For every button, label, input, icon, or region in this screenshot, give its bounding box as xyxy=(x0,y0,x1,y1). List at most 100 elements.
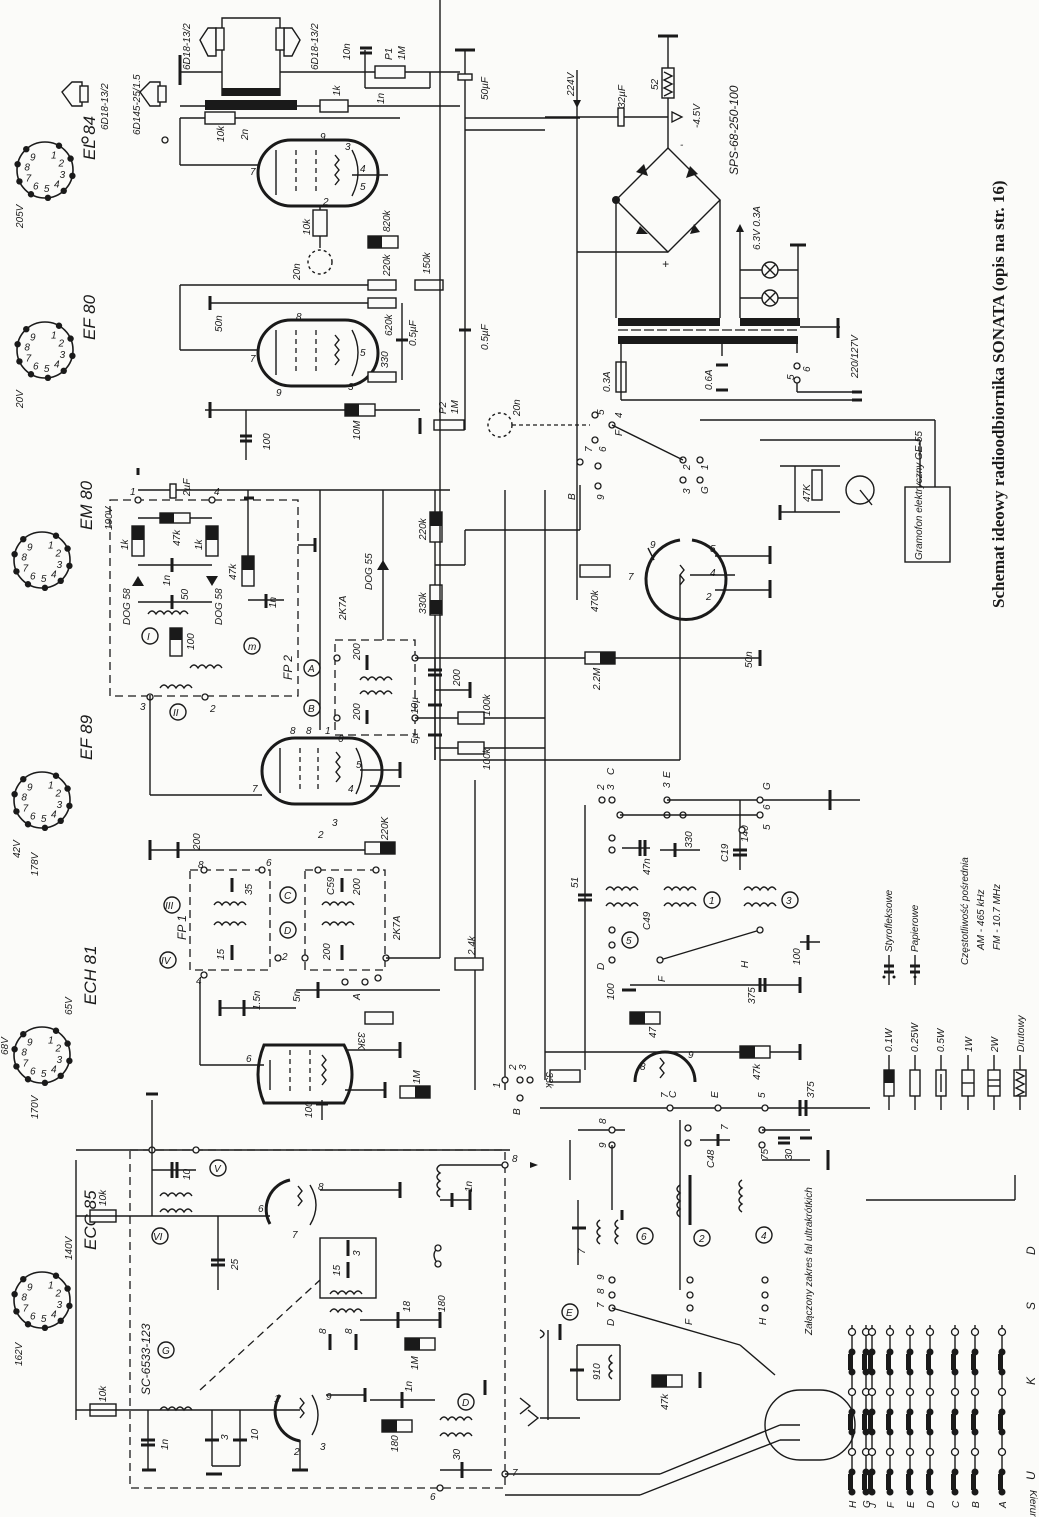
svg-text:3: 3 xyxy=(320,1442,326,1453)
switch-bridge xyxy=(951,1474,956,1490)
svg-text:470k: 470k xyxy=(590,589,601,612)
socket-pin-number: 6 xyxy=(30,812,36,823)
svg-text:5n: 5n xyxy=(292,990,303,1002)
svg-text:3: 3 xyxy=(345,142,351,153)
svg-text:3: 3 xyxy=(348,382,354,393)
schematic-title: Schemat ideowy radioodbiornika SONATA (o… xyxy=(989,180,1008,608)
svg-text:2n: 2n xyxy=(240,128,251,141)
switch-contact xyxy=(905,1447,915,1457)
switch-group-label: K xyxy=(1024,1376,1038,1385)
svg-text:1n: 1n xyxy=(464,1180,475,1192)
svg-text:75: 75 xyxy=(760,1148,771,1160)
svg-text:375: 375 xyxy=(747,987,758,1004)
switch-contact xyxy=(868,1468,876,1476)
switch-contact xyxy=(848,1368,856,1376)
socket-pin-number: 4 xyxy=(51,1064,57,1075)
switch-contact xyxy=(951,1468,959,1476)
socket-pin xyxy=(55,322,63,329)
svg-text:52: 52 xyxy=(650,78,661,90)
socket-pin-number: 8 xyxy=(21,792,27,803)
legend-resistors: 0.1W 0.25W 0.5W 1W 2W Drutowy xyxy=(883,1014,1027,1110)
svg-text:15: 15 xyxy=(332,1264,343,1276)
socket-pin xyxy=(14,160,21,168)
socket-pin-number: 9 xyxy=(27,543,33,554)
tube-name: EF 89 xyxy=(77,714,96,760)
svg-text:10k: 10k xyxy=(98,1385,109,1402)
svg-text:1M: 1M xyxy=(412,1069,423,1084)
socket-pin-number: 2 xyxy=(57,159,64,170)
switch-group-label: U xyxy=(1024,1471,1038,1480)
socket-pin-number: 1 xyxy=(51,150,57,161)
socket-pin xyxy=(24,821,32,828)
fm-band-switch: 8 9 6 7 9 8 7 D E 910 47k 2 xyxy=(505,1118,856,1496)
switch-contact-label: B xyxy=(971,1501,982,1508)
switch-bridge xyxy=(906,1354,911,1370)
am-input-section: 51 2 3 C 47n 5 D 3 E 140 C19 330 1 C49 xyxy=(543,767,860,1089)
svg-text:G: G xyxy=(762,782,773,790)
switch-contact xyxy=(862,1368,870,1376)
socket-pin-number: 9 xyxy=(30,153,36,164)
svg-text:180: 180 xyxy=(437,1295,448,1312)
switch-contact-label: E xyxy=(906,1501,917,1508)
svg-text:D: D xyxy=(284,926,291,937)
svg-text:7: 7 xyxy=(720,1124,731,1130)
switch-contact xyxy=(951,1408,959,1416)
socket-pin xyxy=(20,1275,27,1283)
socket-pin-number: 2 xyxy=(54,549,61,560)
svg-text:20n: 20n xyxy=(512,399,523,417)
svg-text:-: - xyxy=(680,140,684,151)
svg-text:FP 2: FP 2 xyxy=(281,655,295,680)
svg-text:C49: C49 xyxy=(642,911,653,930)
tube-voltage: 170V xyxy=(30,1094,41,1119)
socket-pin-number: 3 xyxy=(57,800,63,811)
svg-text:32µF: 32µF xyxy=(617,84,628,108)
svg-text:220k: 220k xyxy=(418,517,429,541)
svg-text:1k: 1k xyxy=(120,538,131,550)
svg-text:1W: 1W xyxy=(964,1035,975,1052)
svg-text:D: D xyxy=(596,963,607,970)
svg-text:Załączony zakres fal ultrakrót: Załączony zakres fal ultrakrótkich xyxy=(804,1187,815,1336)
svg-text:0.25W: 0.25W xyxy=(910,1022,921,1052)
speaker-label: 6D18-13/2 xyxy=(182,23,193,70)
tube-ef80: 7 8 5 3 9 xyxy=(179,284,420,418)
switch-contact xyxy=(868,1428,876,1436)
svg-text:33K: 33K xyxy=(355,1032,366,1051)
socket-pin xyxy=(66,802,73,810)
socket-pin-number: 5 xyxy=(44,184,50,195)
socket-pin xyxy=(23,145,30,153)
svg-text:C19: C19 xyxy=(720,843,731,862)
svg-text:E: E xyxy=(662,771,673,778)
svg-text:F: F xyxy=(684,1318,695,1325)
socket-pin-number: 4 xyxy=(51,569,57,580)
switch-contact xyxy=(886,1428,894,1436)
svg-text:200: 200 xyxy=(322,943,333,961)
switch-row: G xyxy=(861,1325,873,1508)
socket-pin-number: 1 xyxy=(48,1280,54,1291)
socket-pin xyxy=(11,1045,18,1053)
svg-text:B: B xyxy=(308,704,315,715)
switch-contact xyxy=(951,1428,959,1436)
socket-pin-number: 7 xyxy=(23,1303,29,1314)
socket-pin-number: 7 xyxy=(26,173,32,184)
svg-text:6: 6 xyxy=(430,1492,436,1503)
legend-resistor-0.1w: 0.1W xyxy=(883,1027,895,1110)
svg-text:33k: 33k xyxy=(543,1072,554,1089)
switch-contact xyxy=(867,1447,877,1457)
socket-pin xyxy=(60,367,67,375)
svg-text:3: 3 xyxy=(140,702,146,713)
switch-group-label: S xyxy=(1024,1302,1038,1310)
socket-pin xyxy=(52,1027,60,1034)
switch-contact xyxy=(998,1428,1006,1436)
svg-text:50µF: 50µF xyxy=(480,76,491,100)
svg-text:47K: 47K xyxy=(802,483,813,502)
svg-text:50n: 50n xyxy=(744,651,755,668)
socket-pin xyxy=(11,790,18,798)
socket-pin xyxy=(24,581,32,588)
switch-bridge xyxy=(868,1414,873,1430)
svg-text:2K7A: 2K7A xyxy=(338,595,349,621)
socket-pin-number: 3 xyxy=(57,560,63,571)
